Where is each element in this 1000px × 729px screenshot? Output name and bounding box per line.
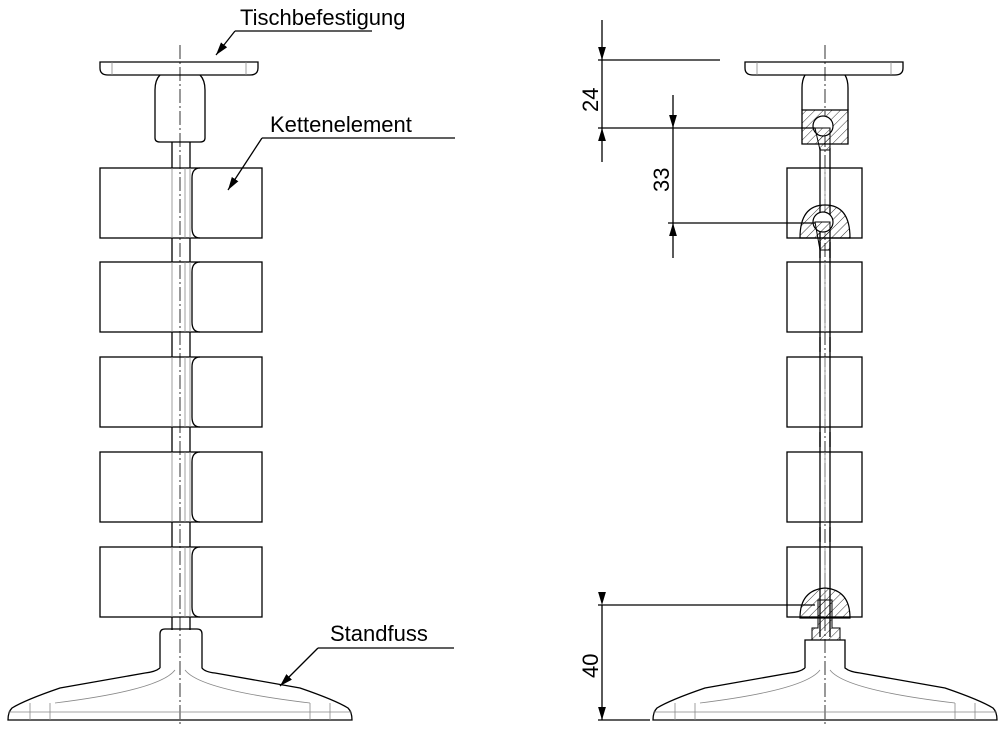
chain-element [99,451,263,547]
dimension-label: 40 [578,654,603,678]
base-foot-section [652,639,998,721]
label-table-mount: Tischbefestigung [240,5,406,30]
base-foot [7,617,353,721]
dimension-label: 24 [578,88,603,112]
table-mount-section [744,61,904,151]
table-mount [99,61,259,168]
chain-element [99,356,263,452]
chain-elements [99,167,263,618]
chain-element [99,546,263,618]
callout-base-foot: Standfuss [279,621,454,687]
chain-element-section [786,242,863,352]
dimension-24: 24 [578,20,815,162]
dimension-label: 33 [649,168,674,192]
dimension-40: 40 [578,592,815,721]
joint-hatch [799,204,851,641]
callout-chain-element: Kettenelement [227,112,455,191]
chain-element [99,167,263,262]
callout-table-mount: Tischbefestigung [215,5,406,56]
chain-element-section [786,432,863,542]
chain-element [99,261,263,357]
front-view [7,45,353,725]
dimension-33: 33 [649,95,815,258]
chain-element-section [786,337,863,447]
label-chain-element: Kettenelement [270,112,412,137]
section-view [652,45,998,725]
label-base-foot: Standfuss [330,621,428,646]
